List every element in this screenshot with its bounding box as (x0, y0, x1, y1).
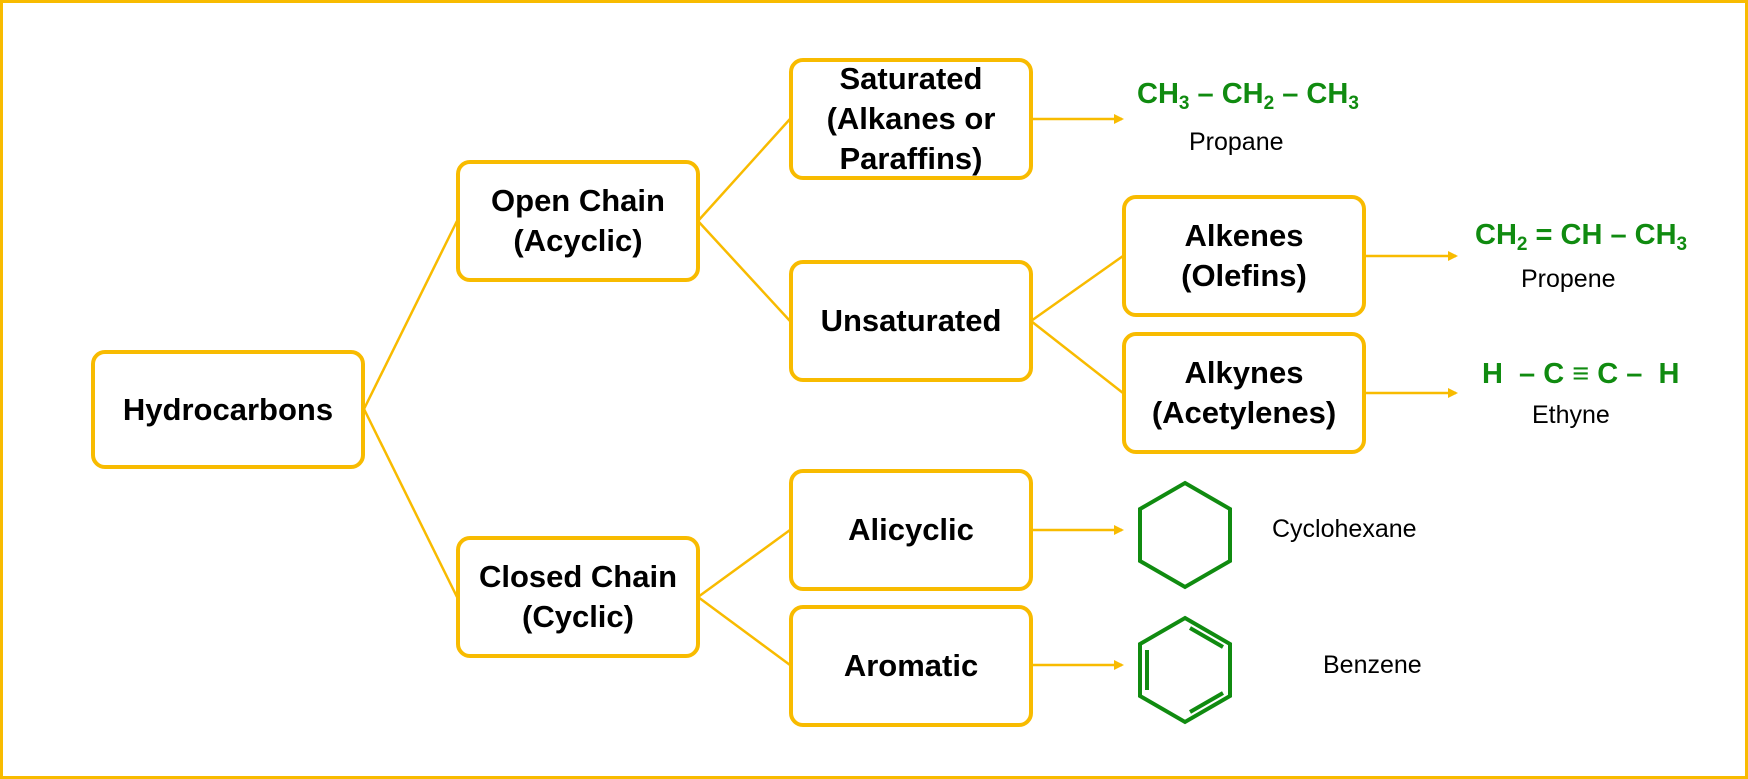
node-alkenes: Alkenes (Olefins) (1122, 195, 1366, 317)
propene-formula: CH2 = CH – CH3 (1475, 219, 1688, 255)
node-open-chain: Open Chain (Acyclic) (456, 160, 700, 282)
node-closed-chain: Closed Chain (Cyclic) (456, 536, 700, 658)
cyclohexane-label: Cyclohexane (1272, 515, 1417, 543)
connector-unsaturated-alkenes (1030, 254, 1124, 323)
node-aromatic: Aromatic (789, 605, 1033, 727)
connector-open-unsaturated (697, 220, 791, 322)
ethyne-label: Ethyne (1532, 401, 1610, 429)
benzene-label: Benzene (1323, 651, 1422, 679)
node-hydrocarbons: Hydrocarbons (91, 350, 365, 469)
benzene-ring-icon (1138, 615, 1232, 725)
connector-closed-aromatic (697, 595, 791, 667)
node-alkynes: Alkynes (Acetylenes) (1122, 332, 1366, 454)
ethyne-formula: H – C ≡ C – H (1482, 358, 1680, 390)
cyclohexane-ring-icon (1138, 480, 1232, 590)
node-saturated: Saturated (Alkanes or Paraffins) (789, 58, 1033, 180)
propane-label: Propane (1189, 128, 1284, 156)
connector-hydrocarbons-closed (362, 408, 459, 598)
connector-unsaturated-alkynes (1030, 320, 1124, 394)
connector-hydrocarbons-open (362, 220, 459, 410)
propane-formula: CH3 – CH2 – CH3 (1137, 78, 1359, 114)
node-alicyclic: Alicyclic (789, 469, 1033, 591)
propene-label: Propene (1521, 265, 1616, 293)
node-unsaturated: Unsaturated (789, 260, 1033, 382)
connector-closed-alicyclic (697, 528, 791, 599)
connector-open-saturated (697, 118, 791, 222)
